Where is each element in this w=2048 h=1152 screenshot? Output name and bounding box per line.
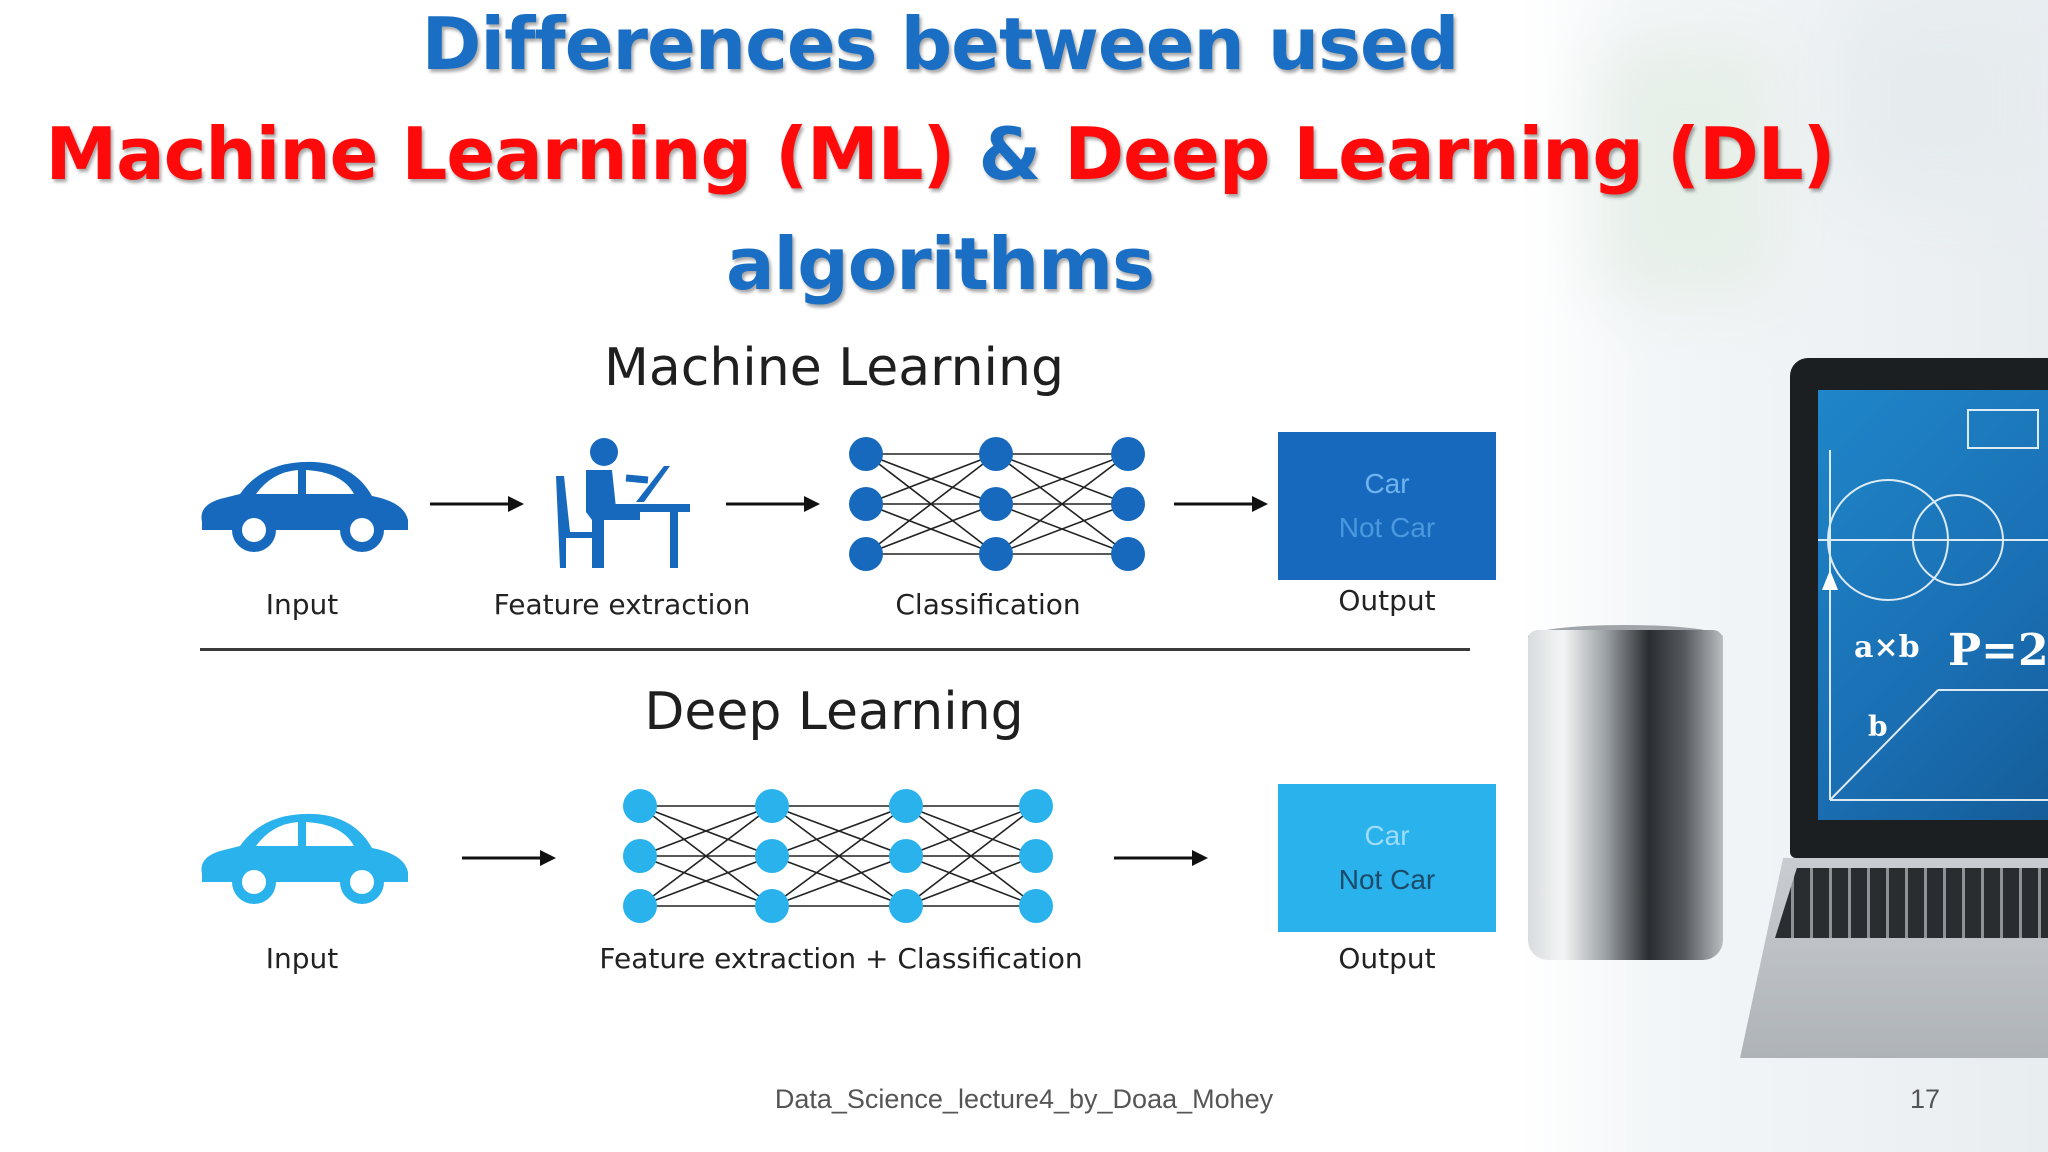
- ml-classification-network: [849, 437, 1145, 571]
- ml-output-not-car: Not Car: [1338, 512, 1436, 543]
- ml-car-icon: [201, 461, 408, 552]
- dl-output-not-car: Not Car: [1338, 864, 1436, 895]
- page-number: 17: [1909, 1084, 1940, 1114]
- dl-output-car: Car: [1364, 820, 1410, 851]
- slide-title-line3: algorithms: [725, 222, 1155, 306]
- screen-formula-axb: a×b: [1854, 630, 1920, 665]
- mug-image: [1528, 630, 1723, 960]
- screen-formula-p: P=2: [1948, 625, 2048, 676]
- screen-formula-b: b: [1868, 710, 1888, 743]
- ml-feature-extraction-label: Feature extraction: [493, 588, 751, 621]
- ml-arrow-icon-1: [430, 496, 524, 512]
- ml-arrow-icon-2: [726, 496, 820, 512]
- slide-title-line1: Differences between used: [421, 2, 1460, 86]
- dl-output-label: Output: [1338, 942, 1436, 975]
- dl-feature-classification-label: Feature extraction + Classification: [599, 942, 1083, 975]
- person-at-desk-icon: [556, 438, 690, 568]
- ml-output-box: Car Not Car: [1278, 432, 1496, 580]
- ml-arrow-icon-3: [1174, 496, 1268, 512]
- laptop-screen: a×b P=2 b: [1818, 390, 2048, 820]
- ml-input-label: Input: [265, 588, 339, 621]
- dl-arrow-icon-2: [1114, 850, 1208, 866]
- dl-car-icon: [201, 813, 408, 904]
- background-blur: [1600, 40, 1780, 300]
- dl-input-label: Input: [265, 942, 339, 975]
- dl-output-box: Car Not Car: [1278, 784, 1496, 932]
- title-ml: Machine Learning (ML): [45, 112, 955, 196]
- laptop-keyboard: [1775, 868, 2048, 938]
- dl-deep-network: [623, 789, 1053, 923]
- footer-text: Data_Science_lecture4_by_Doaa_Mohey: [774, 1084, 1274, 1114]
- ml-output-label: Output: [1338, 584, 1436, 617]
- background-blur: [1840, 0, 2040, 200]
- title-ampersand: &: [978, 112, 1042, 196]
- section-divider: [200, 648, 1470, 651]
- title-dl: Deep Learning (DL): [1064, 112, 1835, 196]
- dl-arrow-icon-1: [462, 850, 556, 866]
- ml-output-car: Car: [1364, 468, 1410, 499]
- slide-title-line2: Machine Learning (ML) & Deep Learning (D…: [0, 112, 1880, 196]
- dl-heading: Deep Learning: [644, 682, 1024, 742]
- ml-heading: Machine Learning: [604, 338, 1064, 398]
- ml-classification-label: Classification: [895, 588, 1081, 621]
- laptop-screen-drawing: [1818, 409, 2048, 801]
